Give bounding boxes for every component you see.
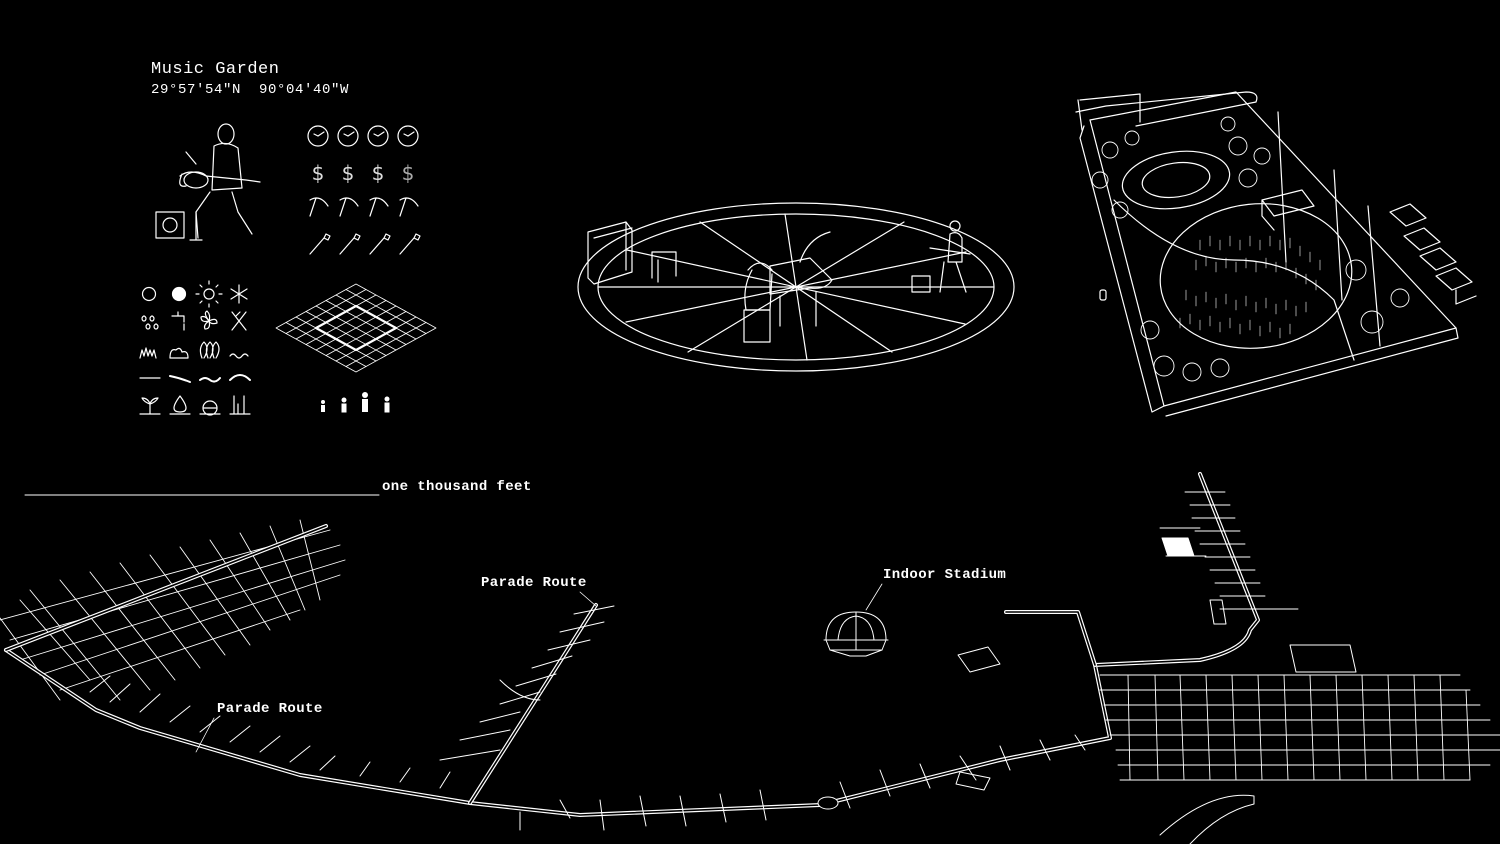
parade-route-label-north: Parade Route bbox=[481, 575, 587, 591]
person-icon bbox=[321, 400, 325, 412]
site-grid-icon bbox=[275, 283, 437, 373]
wrench-icon bbox=[309, 233, 331, 255]
wrench-icon bbox=[339, 233, 361, 255]
page-title: Music Garden bbox=[151, 60, 280, 79]
leaf-icon bbox=[199, 341, 220, 359]
full-moon-icon bbox=[171, 286, 187, 302]
rain-icon bbox=[141, 315, 159, 330]
new-moon-icon bbox=[141, 286, 157, 302]
ground-icons bbox=[139, 395, 251, 416]
tap-icon bbox=[171, 311, 185, 331]
dollar-icon: $ bbox=[371, 161, 385, 185]
dollar-icon: $ bbox=[401, 161, 415, 185]
clock-icon bbox=[397, 125, 419, 147]
park-axonometric bbox=[1075, 91, 1477, 417]
person-icon bbox=[384, 396, 390, 413]
person-icon bbox=[341, 397, 347, 413]
shrub-icon bbox=[169, 347, 189, 359]
parade-route-label-south: Parade Route bbox=[217, 701, 323, 717]
fan-icon bbox=[200, 310, 218, 330]
performance-stage-diagram bbox=[577, 202, 1015, 372]
pickaxe-icon bbox=[399, 197, 419, 217]
post-icon bbox=[229, 395, 251, 415]
snowflake-icon bbox=[230, 284, 248, 304]
dollar-icon: $ bbox=[341, 161, 355, 185]
drop-icon bbox=[169, 395, 191, 415]
pickaxe-icon bbox=[369, 197, 389, 217]
water-wave-icon bbox=[229, 353, 249, 359]
sprout-icon bbox=[139, 397, 161, 415]
wrench-icon bbox=[399, 233, 421, 255]
people-scale-icons bbox=[321, 392, 390, 413]
pickaxe-icon bbox=[339, 197, 359, 217]
indoor-stadium-icon bbox=[823, 611, 889, 657]
water-icons bbox=[141, 310, 247, 331]
scale-bar-label: one thousand feet bbox=[382, 479, 532, 495]
no-tools-icon bbox=[231, 311, 247, 331]
coordinates-readout: 29°57′54″N 90°04′40″W bbox=[151, 82, 350, 98]
weather-icons bbox=[141, 280, 248, 308]
clock-icon bbox=[367, 125, 389, 147]
clock-icon bbox=[337, 125, 359, 147]
guitarist-illustration bbox=[155, 123, 261, 241]
indoor-stadium-label: Indoor Stadium bbox=[883, 567, 1007, 583]
city-street-map bbox=[0, 472, 1500, 844]
clock-icons bbox=[307, 125, 419, 147]
line-type-icons bbox=[139, 374, 251, 383]
sun-icon bbox=[195, 280, 223, 308]
clock-icon bbox=[307, 125, 329, 147]
pickaxe-icon bbox=[309, 197, 329, 217]
blocked-icon bbox=[199, 400, 221, 416]
dollar-icon: $ bbox=[311, 161, 325, 185]
grass-icon bbox=[139, 347, 157, 359]
person-icon bbox=[362, 392, 368, 412]
pickaxe-icons bbox=[309, 197, 419, 217]
wrench-icon bbox=[369, 233, 391, 255]
wrench-icons bbox=[309, 233, 421, 255]
vegetation-icons bbox=[139, 341, 249, 359]
